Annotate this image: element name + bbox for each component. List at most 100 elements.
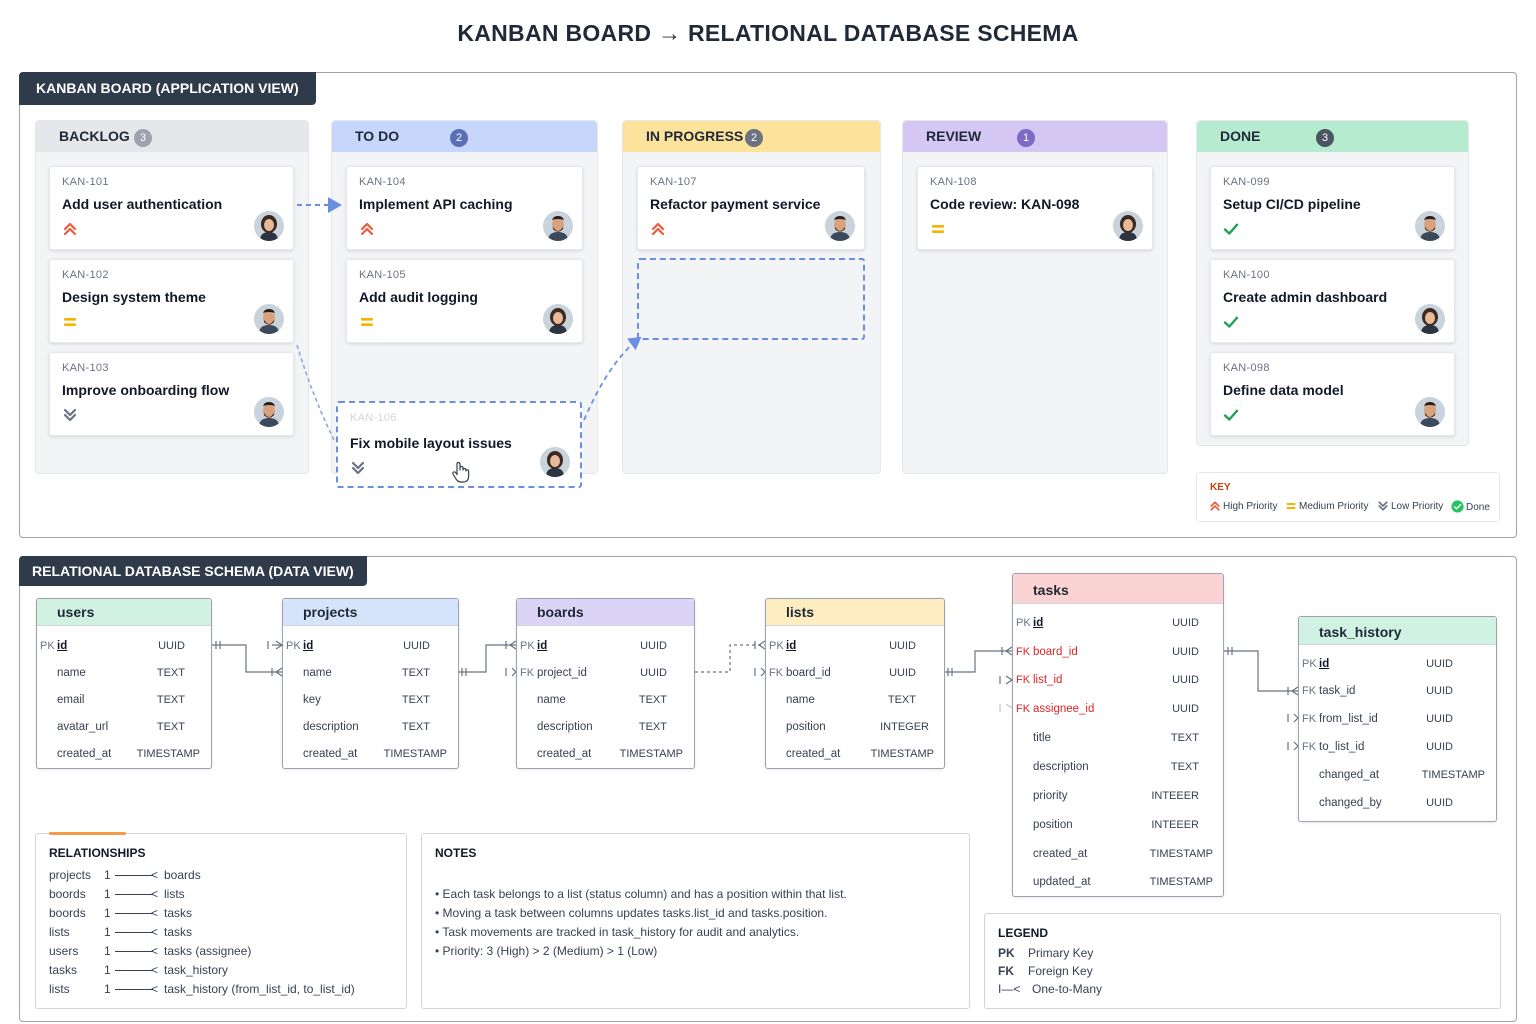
high-priority-icon	[359, 221, 375, 237]
column-name: updated_at	[1033, 876, 1091, 888]
column-name: list_id	[1033, 674, 1063, 686]
task-card[interactable]: KAN-108 Code review: KAN-098	[917, 166, 1153, 250]
column-name: created_at	[303, 748, 358, 760]
task-card[interactable]: KAN-104 Implement API caching	[346, 166, 583, 250]
avatar	[1415, 397, 1445, 427]
dragging-task-card[interactable]: KAN-106 Fix mobile layout issues	[336, 401, 582, 488]
task-card[interactable]: KAN-098 Define data model	[1210, 352, 1455, 436]
column-header: BACKLOG 3	[36, 121, 308, 152]
one-to-many-symbol	[115, 951, 153, 952]
task-card[interactable]: KAN-101 Add user authentication	[49, 166, 294, 250]
relation-cardinality: 1	[104, 868, 111, 882]
relation-to: tasks	[164, 906, 193, 920]
column-type: TEXT	[401, 694, 430, 706]
column-type: TEXT	[401, 667, 430, 679]
many-arrow: <	[151, 963, 159, 977]
column-name: created_at	[537, 748, 592, 760]
column-name: description	[1033, 761, 1089, 773]
column-name: description	[303, 721, 359, 733]
avatar	[540, 447, 570, 477]
column-type: TEXT	[1170, 761, 1199, 773]
task-id: KAN-099	[1223, 176, 1270, 188]
relation-from: boords	[49, 887, 86, 901]
column-name: id	[1319, 658, 1330, 670]
column-type: TEXT	[638, 694, 667, 706]
key-title: KEY	[1210, 482, 1231, 493]
notes-title: NOTES	[435, 846, 477, 860]
task-title: Define data model	[1223, 382, 1344, 398]
column-type: TEXT	[156, 694, 185, 706]
avatar	[543, 211, 573, 241]
one-to-many-symbol	[115, 989, 153, 990]
many-arrow: <	[151, 887, 159, 901]
high-priority-icon	[62, 221, 78, 237]
task-title: Add audit logging	[359, 289, 478, 305]
column-name: avatar_url	[57, 721, 109, 733]
many-arrow: <	[151, 906, 159, 920]
relation-cardinality: 1	[104, 963, 111, 977]
page-title: KANBAN BOARD → RELATIONAL DATABASE SCHEM…	[457, 20, 1079, 46]
column-type: TEXT	[156, 721, 185, 733]
column-name: id	[303, 640, 314, 652]
column-title: DONE	[1220, 128, 1261, 144]
relation-from: lists	[49, 982, 70, 996]
one-to-many-symbol	[115, 894, 153, 895]
column-header: DONE 3	[1197, 121, 1468, 152]
task-id: KAN-098	[1223, 362, 1270, 374]
relationships-title: RELATIONSHIPS	[49, 846, 146, 860]
schema-section-tab: RELATIONAL DATABASE SCHEMA (DATA VIEW)	[19, 556, 367, 586]
high-priority-icon	[1209, 500, 1221, 512]
drop-zone[interactable]	[637, 258, 865, 340]
column-name: board_id	[1033, 646, 1078, 658]
column-name: id	[1033, 617, 1044, 629]
kanban-section-tab: KANBAN BOARD (APPLICATION VIEW)	[19, 72, 316, 105]
task-id: KAN-106	[350, 412, 397, 424]
key-medium: Medium Priority	[1285, 500, 1368, 512]
key-tag: PK	[1302, 658, 1317, 670]
task-card[interactable]: KAN-102 Design system theme	[49, 259, 294, 343]
key-high: High Priority	[1209, 500, 1277, 512]
done-check-icon	[1223, 407, 1239, 423]
column-name: key	[303, 694, 321, 706]
task-card[interactable]: KAN-105 Add audit logging	[346, 259, 583, 343]
column-title: TO DO	[355, 128, 400, 144]
column-name: board_id	[786, 667, 831, 679]
done-circle-icon	[1451, 500, 1464, 513]
key-tag: FK	[1016, 703, 1031, 715]
medium-priority-icon	[930, 221, 946, 237]
key-tag: FK	[1302, 741, 1317, 753]
task-card[interactable]: KAN-100 Create admin dashboard	[1210, 259, 1455, 343]
task-card[interactable]: KAN-107 Refactor payment service	[637, 166, 865, 250]
task-card[interactable]: KAN-103 Improve onboarding flow	[49, 352, 294, 436]
column-type: INTEEER	[1151, 790, 1199, 802]
column-type: TIMESTAMP	[870, 748, 934, 760]
avatar	[1415, 211, 1445, 241]
task-title: Setup CI/CD pipeline	[1223, 196, 1361, 212]
legend-otm-symbol: I—<	[998, 982, 1021, 996]
column-type: UUID	[1426, 713, 1453, 725]
column-name: position	[1033, 819, 1073, 831]
key-tag: PK	[286, 640, 301, 652]
task-card[interactable]: KAN-099 Setup CI/CD pipeline	[1210, 166, 1455, 250]
relation-to: lists	[164, 887, 185, 901]
column-type: TEXT	[638, 721, 667, 733]
column-type: UUID	[1426, 685, 1453, 697]
